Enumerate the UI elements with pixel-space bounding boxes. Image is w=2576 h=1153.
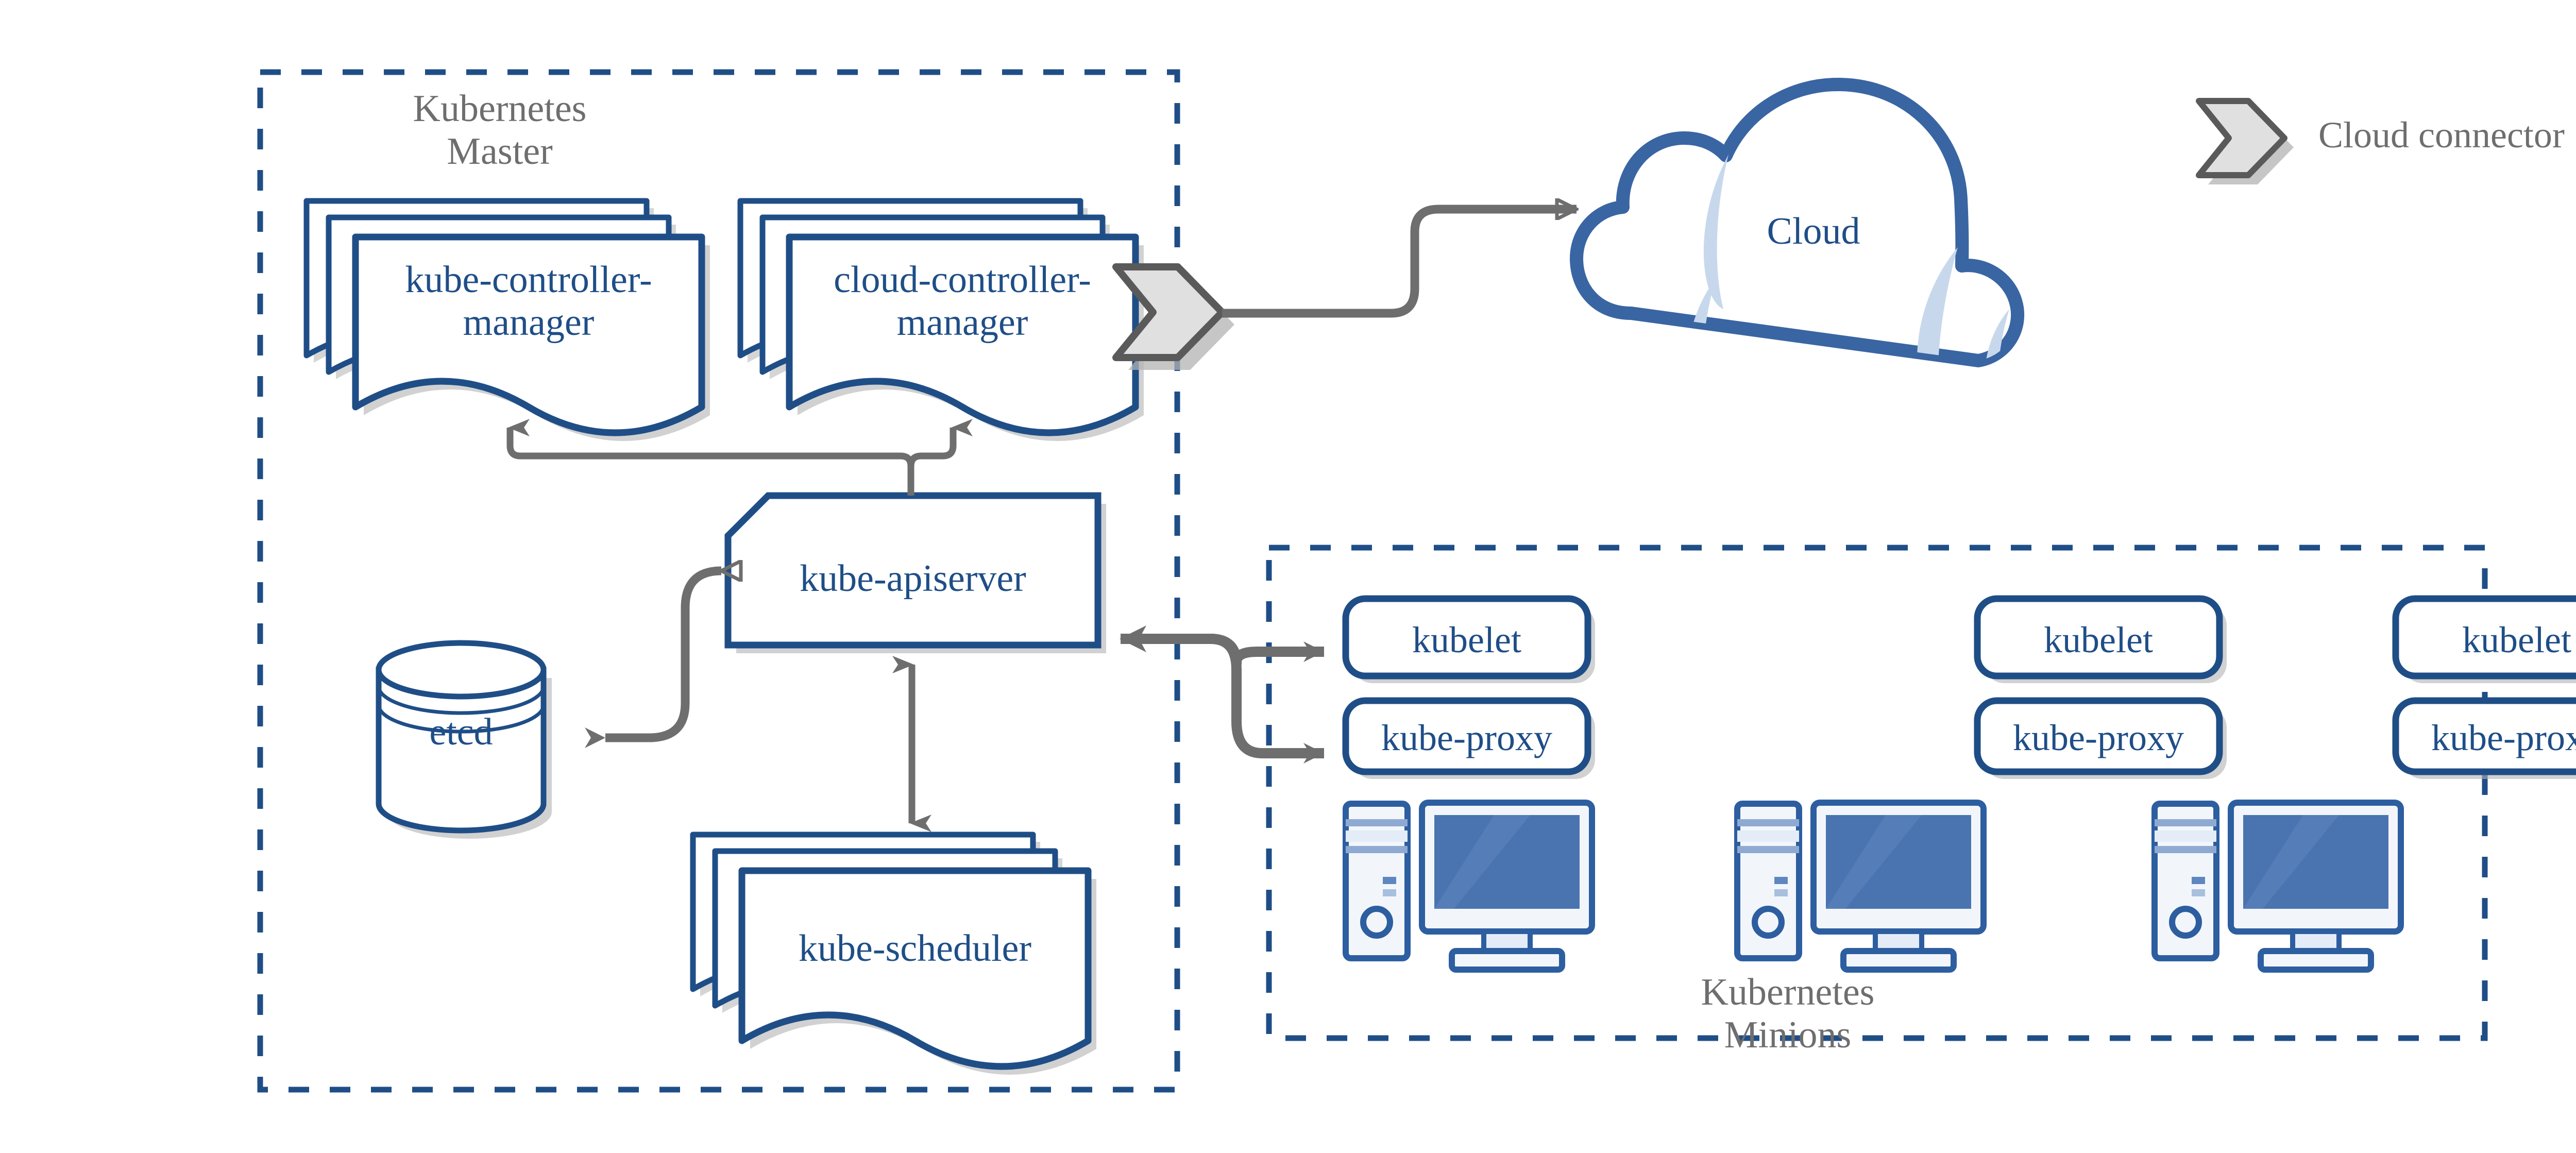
kube-controller-manager-label: kube-controller- manager <box>405 259 652 344</box>
cloud-controller-manager-label: cloud-controller- manager <box>834 259 1091 344</box>
connector-apiserver-to-kube-proxy <box>1210 634 1324 764</box>
minions-group-border <box>1266 545 2488 1041</box>
kube-proxy-label-2: kube-proxy <box>2013 717 2184 758</box>
kube-scheduler-shape <box>690 832 1096 1075</box>
kube-proxy-box-2 <box>1974 697 2223 775</box>
minion-node-3 <box>2151 595 2576 973</box>
kubelet-box-1 <box>1342 595 1591 680</box>
etcd-label: etcd <box>429 711 493 753</box>
kube-proxy-box-3 <box>2392 697 2576 775</box>
kubelet-label-1: kubelet <box>1412 619 1521 660</box>
kube-proxy-box-1 <box>1342 697 1591 775</box>
kube-proxy-label-1: kube-proxy <box>1381 717 1552 758</box>
computer-workstation-icon-2 <box>1734 800 1987 973</box>
etcd-shape <box>376 640 552 839</box>
kubelet-box-2 <box>1974 595 2223 680</box>
kube-proxy-label-3: kube-proxy <box>2431 717 2576 758</box>
kube-controller-manager-shape <box>303 198 710 441</box>
connector-apiserver-to-etcd <box>605 571 721 738</box>
kube-apiserver-label: kube-apiserver <box>800 557 1026 600</box>
connector-apiserver-to-cloud-controller <box>907 419 973 496</box>
computer-workstation-icon-3 <box>2151 800 2404 973</box>
master-group-border <box>257 69 1180 1093</box>
cloud-shape <box>1570 77 2024 367</box>
kubelet-label-2: kubelet <box>2044 619 2153 660</box>
kube-scheduler-label: kube-scheduler <box>798 927 1032 970</box>
legend-label: Cloud connector <box>2318 114 2565 156</box>
kubelet-label-3: kubelet <box>2462 619 2571 660</box>
legend-cloud-connector-icon <box>2196 98 2294 184</box>
cloud-label: Cloud <box>1767 210 1860 252</box>
kube-apiserver-shape <box>724 492 1106 653</box>
connector-cloud-connector-to-cloud <box>1222 209 1577 318</box>
minion-node-1 <box>1342 595 1595 973</box>
cloud-controller-manager-shape <box>737 198 1144 441</box>
connector-apiserver-to-controllers <box>506 419 914 496</box>
master-group-label: Kubernetes Master <box>413 88 587 173</box>
kubelet-box-3 <box>2392 595 2576 680</box>
minion-node-2 <box>1734 595 2227 973</box>
cloud-connector-chevron-icon <box>1112 263 1234 370</box>
minions-group-label: Kubernetes Minions <box>1701 971 1875 1056</box>
computer-workstation-icon-1 <box>1343 800 1595 973</box>
